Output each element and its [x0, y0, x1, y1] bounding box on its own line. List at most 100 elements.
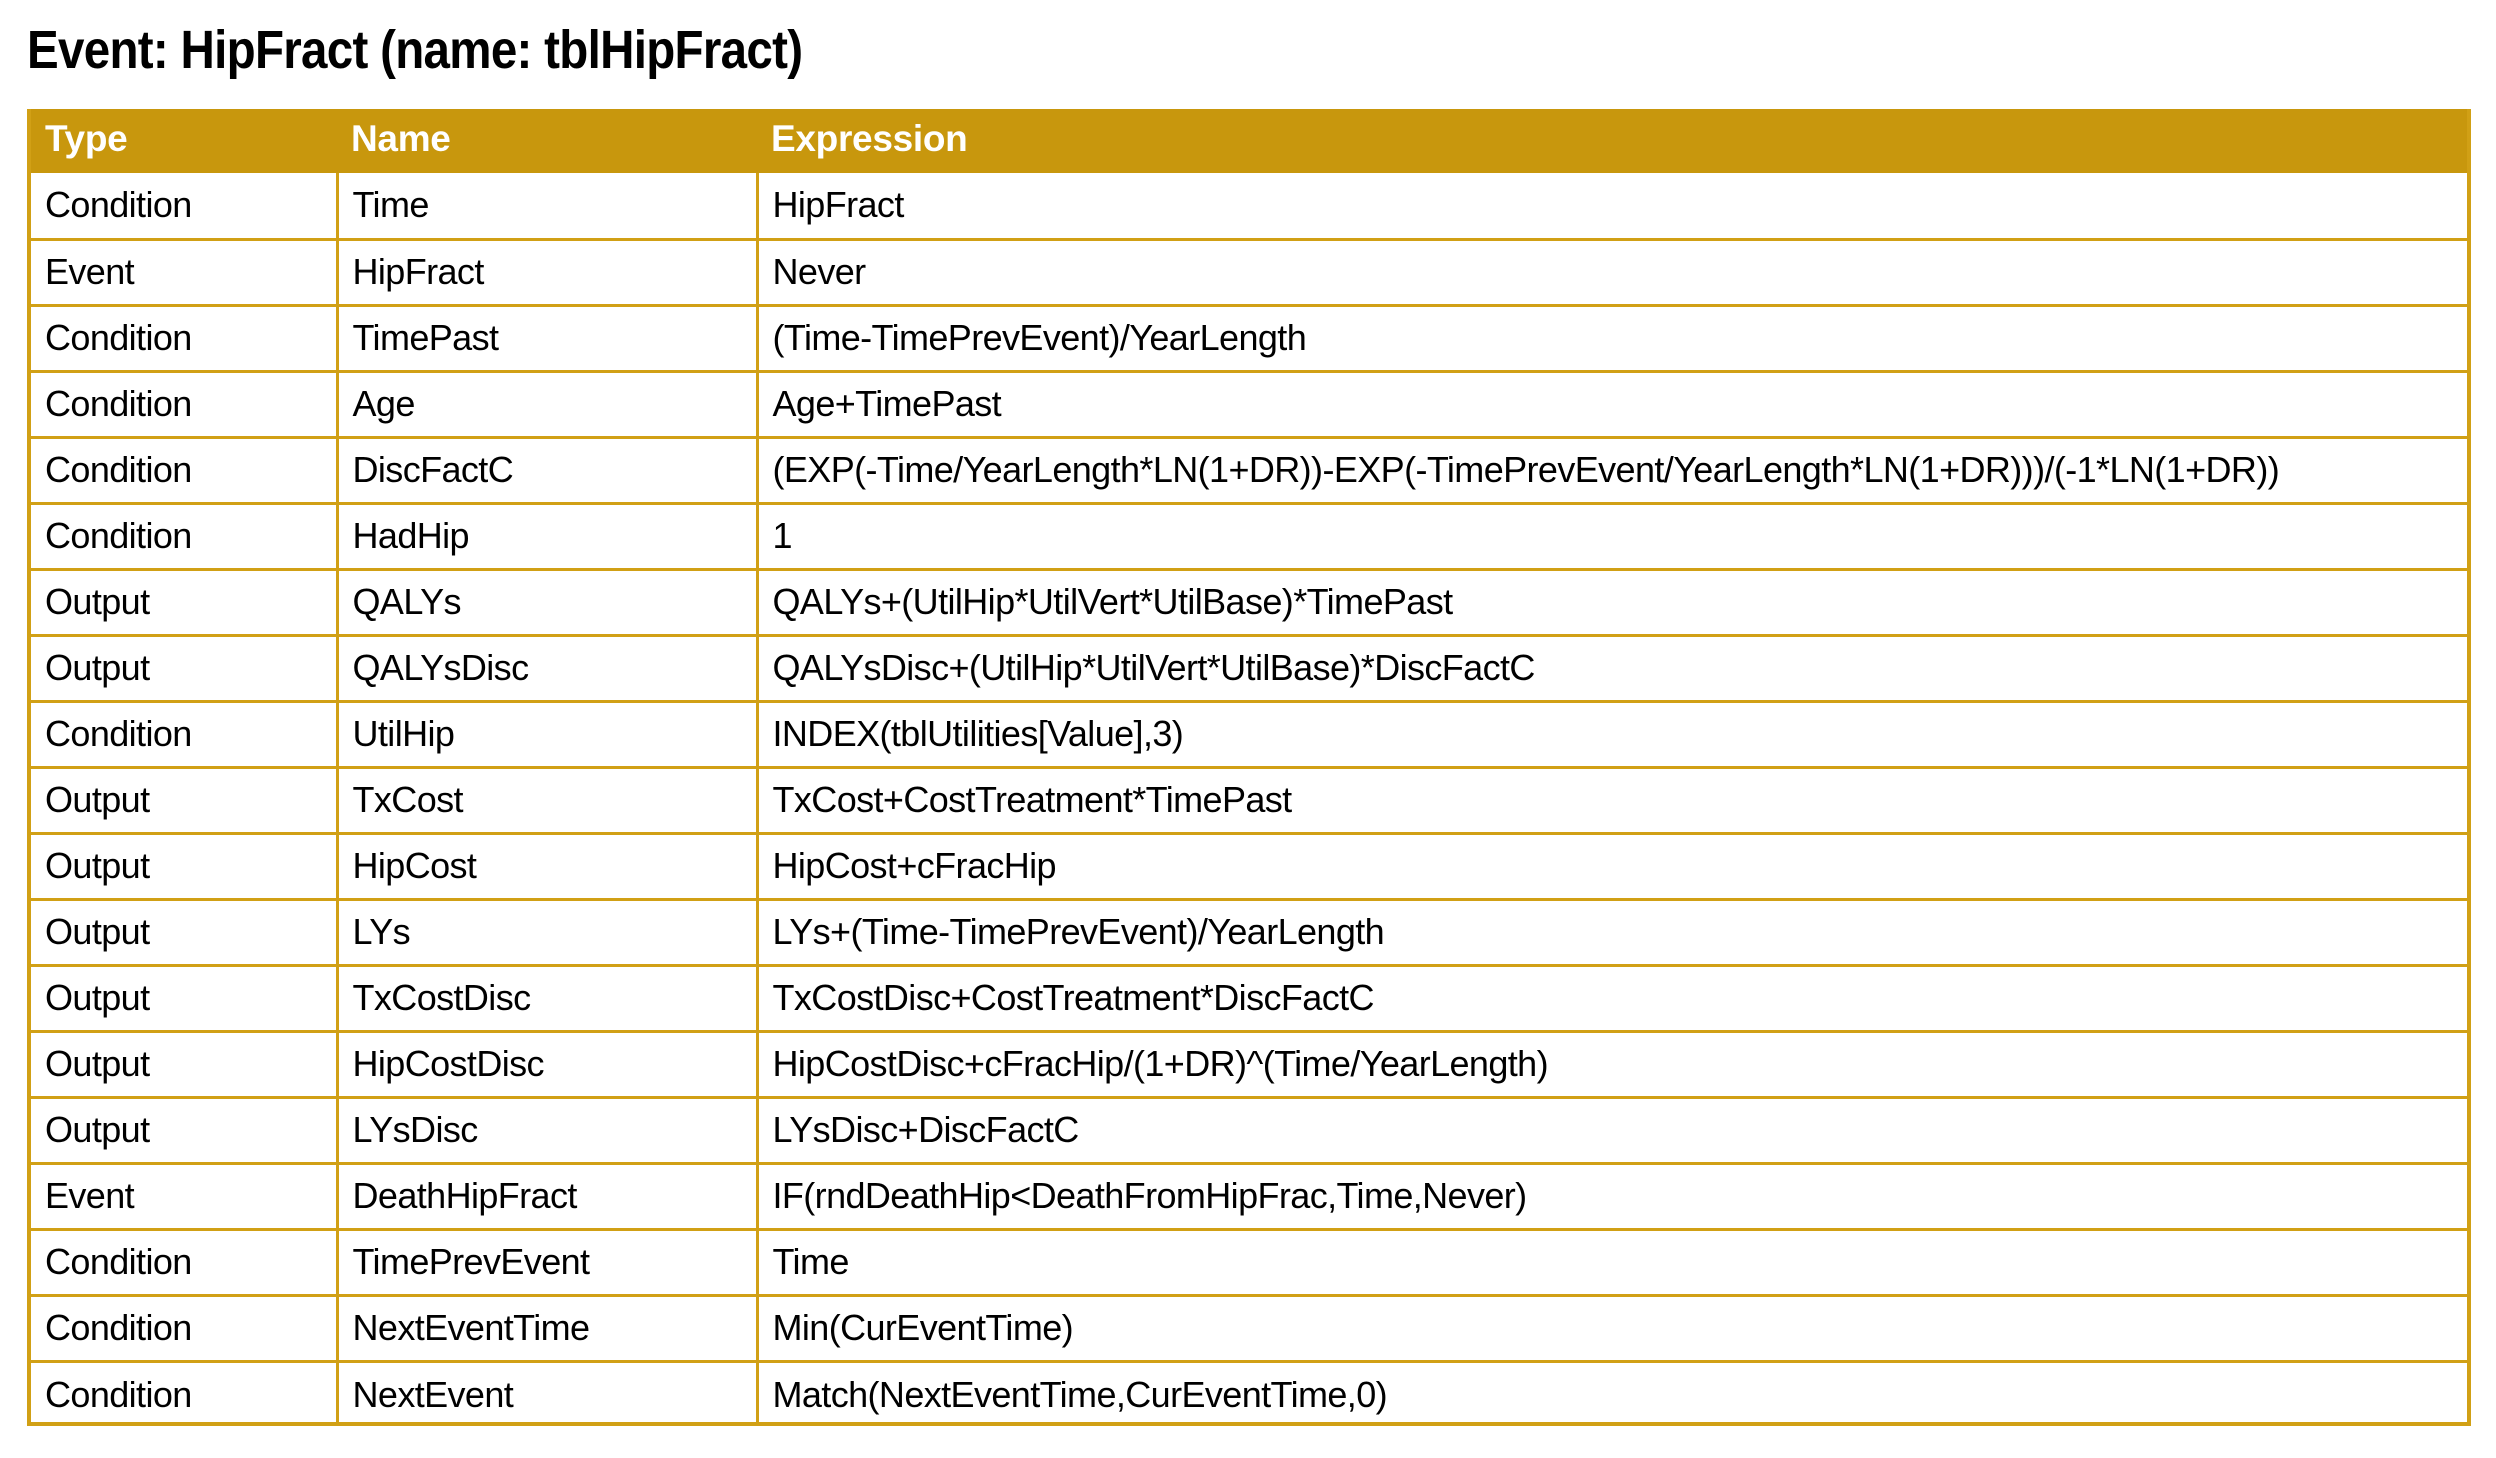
cell-name[interactable]: Time: [337, 173, 757, 239]
cell-name[interactable]: DiscFactC: [337, 437, 757, 503]
expression-text: IF(rndDeathHip<DeathFromHipFrac,Time,Nev…: [773, 1177, 1527, 1215]
table-row[interactable]: ConditionNextEvent Match(NextEventTime,Cu…: [31, 1361, 2467, 1426]
expression-text: LYs+(Time-TimePrevEvent)/YearLength: [773, 913, 1385, 951]
cell-expression[interactable]: Never: [757, 239, 2467, 305]
cell-name[interactable]: LYs: [337, 899, 757, 965]
cell-type[interactable]: Condition: [31, 1229, 337, 1295]
cell-name[interactable]: HadHip: [337, 503, 757, 569]
cell-expression[interactable]: IF(rndDeathHip<DeathFromHipFrac,Time,Nev…: [757, 1163, 2467, 1229]
cell-expression[interactable]: 1: [757, 503, 2467, 569]
expression-text: (Time-TimePrevEvent)/YearLength: [773, 319, 1307, 357]
cell-name[interactable]: QALYs: [337, 569, 757, 635]
cell-type[interactable]: Output: [31, 1031, 337, 1097]
cell-name[interactable]: Age: [337, 371, 757, 437]
cell-type[interactable]: Condition: [31, 503, 337, 569]
table-row[interactable]: ConditionTime HipFract: [31, 173, 2467, 239]
cell-type[interactable]: Condition: [31, 371, 337, 437]
cell-type[interactable]: Output: [31, 1097, 337, 1163]
cell-name[interactable]: HipCost: [337, 833, 757, 899]
table-row[interactable]: EventDeathHipFract IF(rndDeathHip<DeathFr…: [31, 1163, 2467, 1229]
cell-expression[interactable]: QALYs+(UtilHip*UtilVert*UtilBase)*TimePa…: [757, 569, 2467, 635]
cell-name[interactable]: TimePrevEvent: [337, 1229, 757, 1295]
cell-expression[interactable]: (Time-TimePrevEvent)/YearLength: [757, 305, 2467, 371]
cell-type[interactable]: Output: [31, 635, 337, 701]
expression-text: HipFract: [773, 186, 904, 224]
table-body: ConditionTimeHipFractEventHipFractNeverC…: [31, 173, 2467, 1426]
column-header-type[interactable]: Type: [31, 109, 337, 173]
cell-expression[interactable]: TxCost+CostTreatment*TimePast: [757, 767, 2467, 833]
expression-text: HipCost+cFracHip: [773, 847, 1056, 885]
cell-expression[interactable]: INDEX(tblUtilities[Value],3): [757, 701, 2467, 767]
table-row[interactable]: OutputQALYsDisc QALYsDisc+(UtilHip*UtilVe…: [31, 635, 2467, 701]
cell-type[interactable]: Condition: [31, 173, 337, 239]
cell-expression[interactable]: QALYsDisc+(UtilHip*UtilVert*UtilBase)*Di…: [757, 635, 2467, 701]
cell-type[interactable]: Output: [31, 767, 337, 833]
cell-expression[interactable]: LYsDisc+DiscFactC: [757, 1097, 2467, 1163]
expression-text: LYsDisc+DiscFactC: [773, 1111, 1079, 1149]
cell-expression[interactable]: TxCostDisc+CostTreatment*DiscFactC: [757, 965, 2467, 1031]
cell-type[interactable]: Condition: [31, 437, 337, 503]
cell-expression[interactable]: (EXP(-Time/YearLength*LN(1+DR))-EXP(-Tim…: [757, 437, 2467, 503]
table-row[interactable]: ConditionDiscFactC (EXP(-Time/YearLength*…: [31, 437, 2467, 503]
table-row[interactable]: ConditionTimePrevEventTime: [31, 1229, 2467, 1295]
cell-type[interactable]: Output: [31, 965, 337, 1031]
cell-type[interactable]: Condition: [31, 1295, 337, 1361]
cell-expression[interactable]: Min(CurEventTime): [757, 1295, 2467, 1361]
table-row[interactable]: OutputTxCostDiscTxCostDisc+CostTreatment…: [31, 965, 2467, 1031]
column-header-name[interactable]: Name: [337, 109, 757, 173]
table-row[interactable]: OutputHipCostDisc HipCostDisc+cFracHip/(1…: [31, 1031, 2467, 1097]
expression-text: INDEX(tblUtilities[Value],3): [773, 715, 1184, 753]
cell-expression[interactable]: LYs+(Time-TimePrevEvent)/YearLength: [757, 899, 2467, 965]
expression-text: Match(NextEventTime,CurEventTime,0): [773, 1376, 1388, 1414]
cell-expression[interactable]: Time: [757, 1229, 2467, 1295]
cell-name[interactable]: TxCostDisc: [337, 965, 757, 1031]
expression-text: 1: [773, 517, 792, 555]
cell-type[interactable]: Condition: [31, 701, 337, 767]
cell-expression[interactable]: Age+TimePast: [757, 371, 2467, 437]
expression-text: HipCostDisc+cFracHip/(1+DR)^(Time/YearLe…: [773, 1045, 1548, 1083]
cell-name[interactable]: QALYsDisc: [337, 635, 757, 701]
expression-text: Age+TimePast: [773, 385, 1002, 423]
cell-name[interactable]: TimePast: [337, 305, 757, 371]
table-header: Type Name Expression: [31, 109, 2467, 173]
table-row[interactable]: OutputLYsDisc LYsDisc+DiscFactC: [31, 1097, 2467, 1163]
cell-type[interactable]: Output: [31, 899, 337, 965]
cell-type[interactable]: Output: [31, 569, 337, 635]
cell-name[interactable]: DeathHipFract: [337, 1163, 757, 1229]
expression-text: QALYsDisc+(UtilHip*UtilVert*UtilBase)*Di…: [773, 649, 1535, 687]
cell-name[interactable]: HipFract: [337, 239, 757, 305]
column-header-expression[interactable]: Expression: [757, 109, 2467, 173]
cell-name[interactable]: TxCost: [337, 767, 757, 833]
table-row[interactable]: OutputTxCost TxCost+CostTreatment*TimePas…: [31, 767, 2467, 833]
cell-expression[interactable]: HipFract: [757, 173, 2467, 239]
table-row[interactable]: ConditionHadHip 1: [31, 503, 2467, 569]
table-row[interactable]: ConditionAge Age+TimePast: [31, 371, 2467, 437]
page-title: Event: HipFract (name: tblHipFract): [27, 14, 2051, 86]
cell-name[interactable]: HipCostDisc: [337, 1031, 757, 1097]
cell-expression[interactable]: Match(NextEventTime,CurEventTime,0): [757, 1361, 2467, 1426]
cell-name[interactable]: NextEvent: [337, 1361, 757, 1426]
expression-text: (EXP(-Time/YearLength*LN(1+DR))-EXP(-Tim…: [773, 451, 2280, 489]
cell-name[interactable]: NextEventTime: [337, 1295, 757, 1361]
cell-type[interactable]: Condition: [31, 305, 337, 371]
table-row[interactable]: OutputLYs LYs+(Time-TimePrevEvent)/YearLe…: [31, 899, 2467, 965]
table-row[interactable]: EventHipFractNever: [31, 239, 2467, 305]
expression-text: TxCost+CostTreatment*TimePast: [773, 781, 1292, 819]
cell-expression[interactable]: HipCost+cFracHip: [757, 833, 2467, 899]
expression-text: QALYs+(UtilHip*UtilVert*UtilBase)*TimePa…: [773, 583, 1453, 621]
table-row[interactable]: ConditionUtilHip INDEX(tblUtilities[Value…: [31, 701, 2467, 767]
cell-expression[interactable]: HipCostDisc+cFracHip/(1+DR)^(Time/YearLe…: [757, 1031, 2467, 1097]
table-container: Type Name Expression ConditionTimeHipFra…: [27, 109, 2471, 1426]
cell-type[interactable]: Output: [31, 833, 337, 899]
cell-name[interactable]: UtilHip: [337, 701, 757, 767]
cell-type[interactable]: Condition: [31, 1361, 337, 1426]
table-row[interactable]: ConditionNextEventTimeMin(CurEventTime): [31, 1295, 2467, 1361]
table-row[interactable]: OutputQALYs QALYs+(UtilHip*UtilVert*UtilB…: [31, 569, 2467, 635]
cell-name[interactable]: LYsDisc: [337, 1097, 757, 1163]
cell-type[interactable]: Event: [31, 1163, 337, 1229]
table-row[interactable]: OutputHipCost HipCost+cFracHip: [31, 833, 2467, 899]
table-header-row: Type Name Expression: [31, 109, 2467, 173]
table-row[interactable]: ConditionTimePast (Time-TimePrevEvent)/Ye…: [31, 305, 2467, 371]
cell-type[interactable]: Event: [31, 239, 337, 305]
